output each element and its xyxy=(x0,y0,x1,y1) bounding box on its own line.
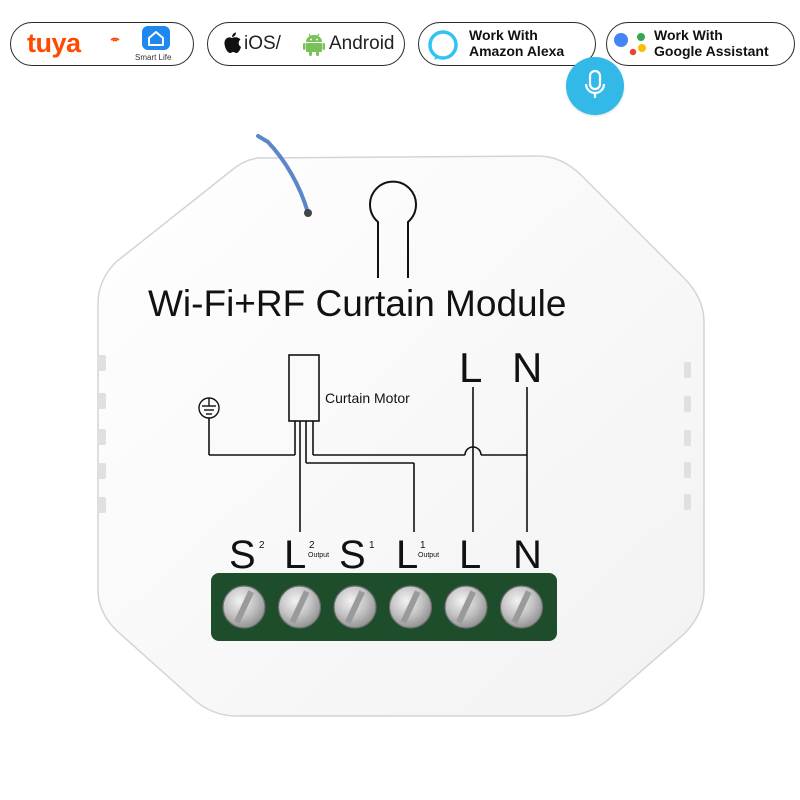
ios-label: iOS/ xyxy=(244,33,281,54)
google-assistant-dots-icon xyxy=(614,33,646,56)
terminal-s1-index: 1 xyxy=(369,540,375,551)
tuya-logo: tuya xyxy=(27,28,81,58)
terminal-screw xyxy=(277,585,322,629)
terminal-l2-index: 2 xyxy=(309,540,315,551)
terminal-s1-letter: S xyxy=(339,533,366,577)
terminal-l-letter: L xyxy=(459,533,482,577)
terminal-s2-letter: S xyxy=(229,533,256,577)
ios-android-badge: iOS/ Android xyxy=(207,22,405,66)
module-title: Wi-Fi+RF Curtain Module xyxy=(148,283,567,324)
terminal-screw xyxy=(444,585,488,629)
smart-life-house-icon xyxy=(142,26,170,50)
alexa-badge: Work With Amazon Alexa xyxy=(418,22,596,66)
alexa-line1: Work With xyxy=(469,27,538,43)
ground-symbol xyxy=(198,397,220,419)
antenna-wire xyxy=(256,134,310,215)
wiring-diagram xyxy=(208,354,528,532)
google-assistant-badge: Work With Google Assistant xyxy=(606,22,795,66)
terminal-l2-output: Output xyxy=(308,552,330,559)
terminal-screw xyxy=(222,585,266,629)
tuya-smart-life-badge: tuya Smart Life xyxy=(10,22,194,66)
curtain-motor-label: Curtain Motor xyxy=(325,390,410,406)
terminal-screw xyxy=(499,585,544,629)
top-terminal-n: N xyxy=(512,344,543,391)
google-line2: Google Assistant xyxy=(654,43,769,59)
antenna-hole xyxy=(304,209,312,217)
android-label: Android xyxy=(329,33,395,54)
terminal-l1-index: 1 xyxy=(420,540,426,551)
google-line1: Work With xyxy=(654,27,723,43)
tuya-wifi-icon xyxy=(110,37,120,42)
android-icon xyxy=(303,33,325,56)
terminal-n-letter: N xyxy=(513,533,542,577)
right-vent-slots xyxy=(684,362,691,510)
top-terminal-l: L xyxy=(459,344,483,391)
alexa-ring-icon xyxy=(428,30,458,60)
terminal-screw xyxy=(388,585,433,629)
left-vent-slots xyxy=(98,355,106,513)
microphone-icon xyxy=(584,69,606,98)
terminal-screw xyxy=(333,585,377,629)
terminal-l1-letter: L xyxy=(396,533,419,577)
terminal-l1-output: Output xyxy=(418,552,440,559)
smart-life-label: Smart Life xyxy=(135,53,172,62)
voice-bubble xyxy=(566,57,624,115)
terminal-l2-letter: L xyxy=(284,533,307,577)
apple-icon xyxy=(224,32,241,53)
alexa-line2: Amazon Alexa xyxy=(469,43,565,59)
antenna-symbol xyxy=(369,180,417,278)
terminal-s2-index: 2 xyxy=(259,540,265,551)
